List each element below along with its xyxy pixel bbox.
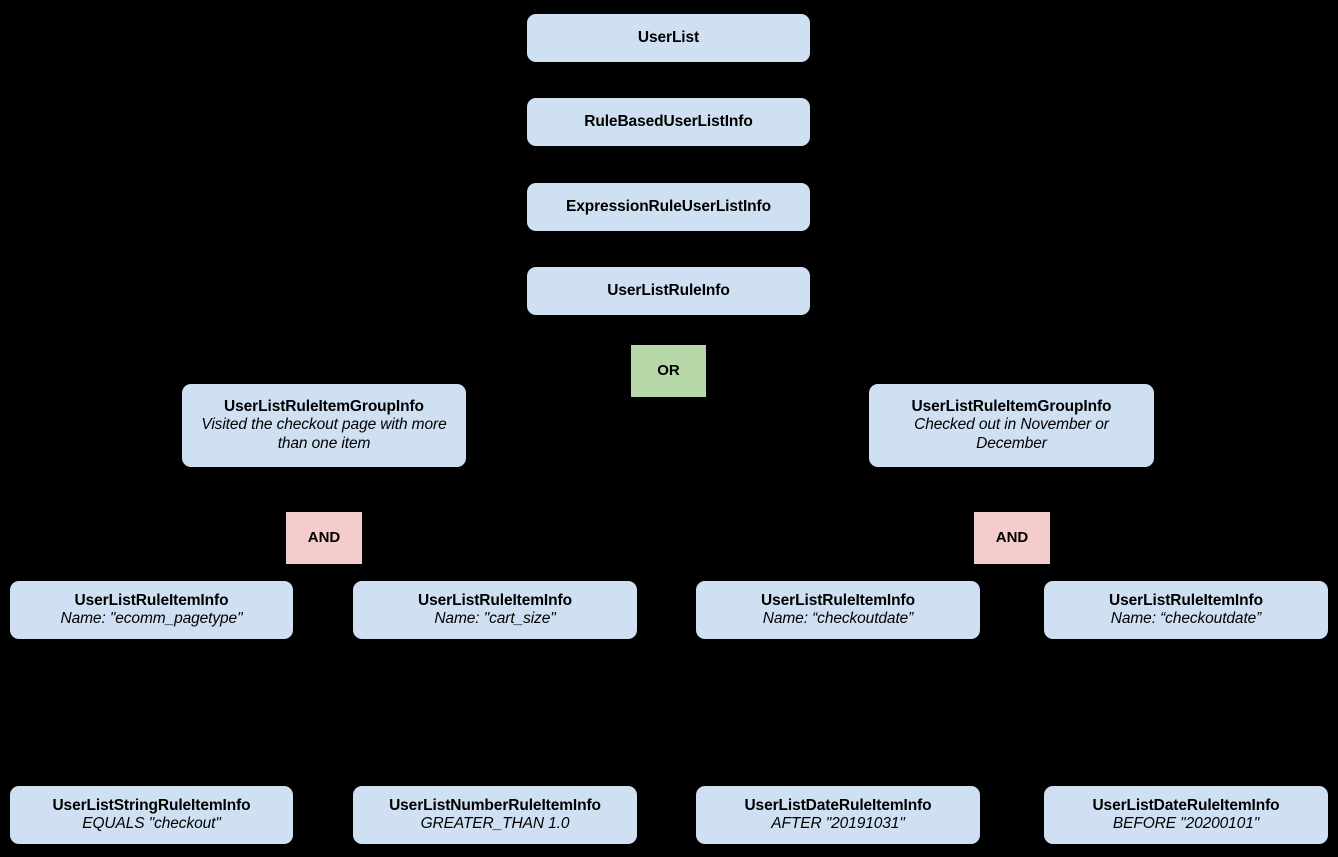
node-title: UserListNumberRuleItemInfo [389,796,601,814]
node-title: RuleBasedUserListInfo [584,112,753,130]
node-subtitle: GREATER_THAN 1.0 [420,815,570,832]
node-title: UserListRuleItemInfo [418,591,572,609]
node-title: UserListRuleItemInfo [1109,591,1263,609]
node-expressionrule[interactable]: ExpressionRuleUserListInfo [527,183,810,231]
edge-ruleinfo-to-group-left [338,359,632,389]
node-title: UserList [637,28,700,46]
node-title: UserListStringRuleItemInfo [52,796,251,814]
node-op-and-right[interactable]: AND [974,512,1050,564]
edge-op-and-left-to-item-2 [344,563,497,586]
node-subtitle: Name: "ecomm_pagetype" [60,610,243,627]
operator-label: AND [307,529,341,547]
edge-op-and-right-to-item-3 [836,563,992,586]
edge-ruleinfo-to-group-right [705,359,1002,389]
node-ruleinfo[interactable]: UserListRuleInfo [527,267,810,315]
node-title: UserListRuleItemGroupInfo [224,398,424,416]
node-title: UserListRuleItemInfo [74,591,229,609]
node-title: UserListRuleInfo [607,281,730,299]
node-subtitle: AFTER "20191031" [771,815,905,832]
node-subtitle: Visited the checkout page with more than… [201,416,447,452]
node-title: UserListDateRuleItemInfo [744,796,932,814]
node-subtitle: BEFORE "20200101" [1112,815,1260,832]
edge-op-and-left-to-item-1 [149,563,304,586]
node-rulebased[interactable]: RuleBasedUserListInfo [527,98,810,146]
node-op-and-left[interactable]: AND [286,512,362,564]
node-subtitle: Name: “checkoutdate” [762,610,914,627]
node-subtitle: Name: "cart_size" [434,610,556,627]
edge-op-and-right-to-item-4 [1031,563,1188,586]
node-title: UserListRuleItemGroupInfo [911,398,1112,416]
node-title: UserListDateRuleItemInfo [1092,796,1280,814]
node-subtitle: Name: “checkoutdate” [1110,610,1262,627]
operator-label: AND [995,529,1029,547]
operator-label: OR [657,362,680,380]
node-title: ExpressionRuleUserListInfo [566,197,771,215]
node-title: UserListRuleItemInfo [761,591,915,609]
node-userlist[interactable]: UserList [527,14,810,62]
node-subtitle: Checked out in November or December [914,416,1109,452]
node-op-or[interactable]: OR [631,345,706,397]
node-subtitle: EQUALS "checkout" [82,815,221,832]
